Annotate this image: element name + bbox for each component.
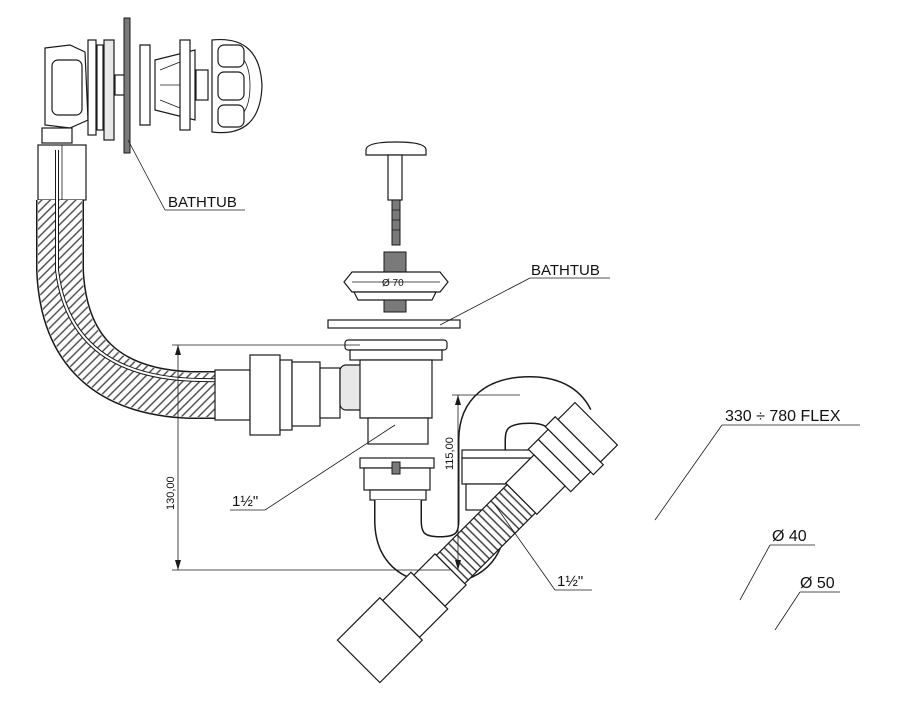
height-dimension-130: 130,00 xyxy=(165,476,177,510)
height-dimension-115: 115,00 xyxy=(444,437,456,470)
bathtub-label-top: BATHTUB xyxy=(168,194,237,211)
plug-diameter-label: Ø 70 xyxy=(382,278,404,289)
overflow-flex-hose xyxy=(36,150,331,419)
thread-size-label-left: 1½" xyxy=(232,493,258,510)
thread-size-label-right: 1½" xyxy=(557,573,583,590)
leader-lines xyxy=(127,139,860,631)
diameter-40-label: Ø 40 xyxy=(772,528,807,545)
dimension-115 xyxy=(452,394,520,570)
drain-flex-pipe xyxy=(336,401,619,684)
dimension-130 xyxy=(172,344,450,571)
flex-length-label: 330 ÷ 780 FLEX xyxy=(725,408,841,425)
diameter-50-label: Ø 50 xyxy=(800,575,835,592)
click-clack-plug xyxy=(327,141,461,445)
overflow-assembly xyxy=(37,17,263,201)
bathtub-label-middle: BATHTUB xyxy=(531,262,600,279)
